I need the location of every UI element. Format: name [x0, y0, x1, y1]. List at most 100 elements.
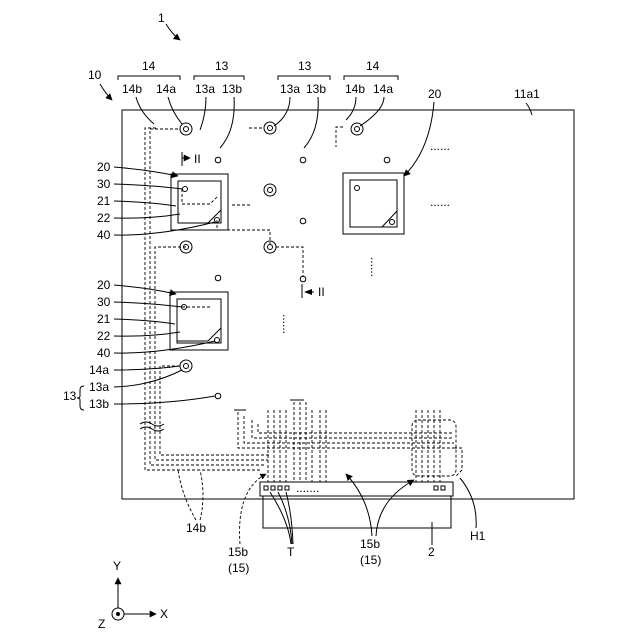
leader-13a-right	[274, 97, 290, 126]
leader-30-b	[114, 302, 182, 307]
left-label-14a: 14a	[89, 363, 109, 377]
bracket-14-left	[118, 76, 180, 80]
leader-13b-right	[304, 97, 318, 148]
pixel-unit-1-shape	[178, 181, 221, 223]
left-label-13b: 13b	[89, 397, 109, 411]
pad-13b-4	[300, 218, 306, 224]
pad-13b-2	[300, 157, 306, 163]
left-label-30-a: 30	[97, 177, 111, 191]
pad-14a-4	[264, 184, 276, 196]
section-arrow-bottom	[304, 289, 312, 295]
label-15b-left: 15b	[228, 545, 248, 559]
leader-30-a	[114, 184, 183, 189]
left-label-22-b: 22	[97, 329, 111, 343]
section-mark-bottom: II	[318, 285, 325, 299]
top-group-14-right: 14	[366, 59, 380, 73]
left-label-20-a: 20	[97, 160, 111, 174]
leader-14b-bottom-b	[200, 470, 203, 520]
top-group-13-left: 13	[215, 59, 229, 73]
pixel-unit-2-inner	[177, 299, 221, 343]
axis-x-label: X	[160, 607, 168, 621]
left-label-40-b: 40	[97, 346, 111, 360]
label-14a-left: 14a	[156, 82, 176, 96]
figure-number-leader	[166, 24, 180, 40]
ellipsis-4: ......	[280, 314, 294, 334]
leader-13b-left-side	[114, 396, 215, 404]
pad-14a-2	[264, 122, 276, 134]
label-13b-left: 13b	[222, 82, 242, 96]
label-13a-left: 13a	[195, 82, 215, 96]
pad-13b-3	[384, 157, 390, 163]
leader-13a-left	[200, 97, 206, 130]
label-15-right: (15)	[360, 553, 381, 567]
leader-13a-left-side	[114, 370, 182, 387]
left-label-22-a: 22	[97, 211, 111, 225]
axis-z-icon	[112, 608, 124, 620]
pad-13b-6	[300, 276, 306, 282]
label-15-left: (15)	[228, 561, 249, 575]
ref-H1-leader	[460, 478, 476, 528]
ref-2-label: 2	[428, 545, 435, 559]
left-label-20-b: 20	[97, 278, 111, 292]
figure-number: 1	[158, 11, 165, 25]
pixel-unit-1-contact-30	[183, 187, 188, 192]
pad-13b-1	[215, 157, 221, 163]
top-group-14-left: 14	[142, 59, 156, 73]
label-14b-right: 14b	[345, 82, 365, 96]
section-mark-top: II	[194, 152, 201, 166]
label-14b-bottom: 14b	[186, 521, 206, 535]
label-15b-right: 15b	[360, 537, 380, 551]
leader-15b-left	[240, 474, 266, 544]
ellipsis-2: ......	[430, 195, 450, 209]
display-panel	[122, 110, 574, 499]
leader-40-a	[114, 222, 215, 235]
left-label-21-a: 21	[97, 194, 111, 208]
terminal-pads	[264, 486, 445, 490]
panel-ref-label: 10	[88, 68, 102, 82]
pixel-unit-3-contact-40	[390, 220, 395, 225]
label-14a-right: 14a	[373, 82, 393, 96]
axis-z-label: Z	[98, 617, 105, 631]
ref-T-label: T	[287, 545, 295, 559]
routing-wires	[145, 127, 462, 482]
surface-ref-label: 11a1	[514, 87, 540, 101]
pixel-unit-2-shape	[177, 299, 221, 341]
left-label-13a: 13a	[89, 380, 109, 394]
leader-13b-left	[220, 97, 234, 148]
left-label-21-b: 21	[97, 312, 111, 326]
label-13b-right: 13b	[306, 82, 326, 96]
pad-14a-3	[351, 123, 363, 135]
section-line-top	[182, 152, 190, 166]
ellipsis-5: .......	[296, 481, 319, 495]
label-13a-right: 13a	[280, 82, 300, 96]
leader-14a-left-side	[114, 366, 180, 370]
pad-14a-1	[180, 123, 192, 135]
leader-14a-right	[360, 97, 384, 126]
panel-ref-leader	[100, 84, 112, 100]
label-14b-left: 14b	[122, 82, 142, 96]
ellipsis-1: ......	[430, 139, 450, 153]
leader-21-b	[114, 319, 175, 324]
bracket-13-right	[278, 76, 330, 80]
leader-15b-right-a	[346, 474, 372, 536]
pixel-unit-2-contact-40	[215, 338, 220, 343]
pixel-unit-3-outer	[343, 173, 404, 234]
brace-13	[77, 386, 84, 410]
pad-13b-7	[215, 393, 221, 399]
pad-13b-5	[215, 275, 221, 281]
leader-14b-right	[346, 97, 356, 120]
bracket-13-left	[194, 76, 244, 80]
top-group-13-right: 13	[298, 59, 312, 73]
surface-ref-leader	[526, 103, 532, 115]
left-label-13: 13	[63, 389, 77, 403]
pixel-unit-3-contact-30	[355, 186, 360, 191]
left-label-40-a: 40	[97, 228, 111, 242]
label-20-right: 20	[428, 87, 442, 101]
ellipsis-3: ......	[368, 257, 382, 277]
leader-20-a	[114, 167, 178, 176]
left-label-30-b: 30	[97, 295, 111, 309]
ref-H1-label: H1	[470, 529, 486, 543]
bracket-14-right	[344, 76, 398, 80]
leader-22-a	[114, 214, 180, 218]
